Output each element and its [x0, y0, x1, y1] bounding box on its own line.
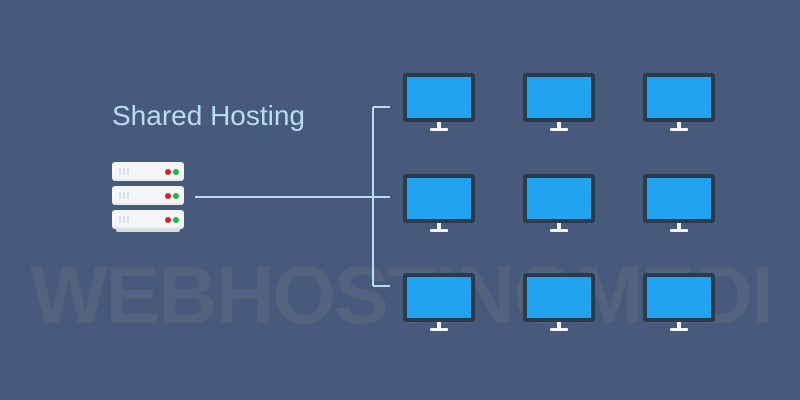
monitor-base: [670, 229, 688, 232]
server-unit-top: [112, 162, 184, 181]
monitor-neck: [437, 122, 441, 128]
monitor-screen: [407, 277, 471, 318]
monitor-neck: [557, 223, 561, 229]
server-unit-middle: [112, 186, 184, 205]
status-led-green-icon: [173, 217, 179, 223]
monitor-screen: [407, 178, 471, 219]
monitor-screen: [407, 77, 471, 118]
status-led-red-icon: [165, 193, 171, 199]
monitor-screen: [527, 277, 591, 318]
monitor-base: [550, 229, 568, 232]
monitor-base: [430, 229, 448, 232]
monitor-base: [670, 128, 688, 131]
monitor-neck: [557, 322, 561, 328]
monitor-screen: [647, 77, 711, 118]
server-icon: [112, 162, 184, 232]
monitor-base: [430, 328, 448, 331]
desktop-monitor-icon: [523, 273, 595, 333]
desktop-monitor-icon: [643, 273, 715, 333]
desktop-monitor-icon: [403, 73, 475, 133]
desktop-monitor-icon: [403, 174, 475, 234]
desktop-monitor-icon: [403, 273, 475, 333]
server-unit-bottom: [112, 210, 184, 229]
monitor-neck: [437, 322, 441, 328]
status-led-green-icon: [173, 169, 179, 175]
diagram-title: Shared Hosting: [112, 100, 306, 131]
server-base: [116, 229, 180, 232]
monitor-base: [550, 128, 568, 131]
status-led-red-icon: [165, 217, 171, 223]
monitor-screen: [527, 77, 591, 118]
monitor-base: [430, 128, 448, 131]
monitor-neck: [677, 122, 681, 128]
monitor-neck: [677, 322, 681, 328]
status-led-red-icon: [165, 169, 171, 175]
monitor-base: [670, 328, 688, 331]
monitor-neck: [437, 223, 441, 229]
desktop-monitor-icon: [523, 73, 595, 133]
desktop-monitor-icon: [643, 174, 715, 234]
monitor-screen: [647, 277, 711, 318]
desktop-monitor-icon: [643, 73, 715, 133]
monitor-neck: [677, 223, 681, 229]
monitor-neck: [557, 122, 561, 128]
monitor-screen: [527, 178, 591, 219]
monitor-screen: [647, 178, 711, 219]
monitor-base: [550, 328, 568, 331]
status-led-green-icon: [173, 193, 179, 199]
desktop-monitor-icon: [523, 174, 595, 234]
